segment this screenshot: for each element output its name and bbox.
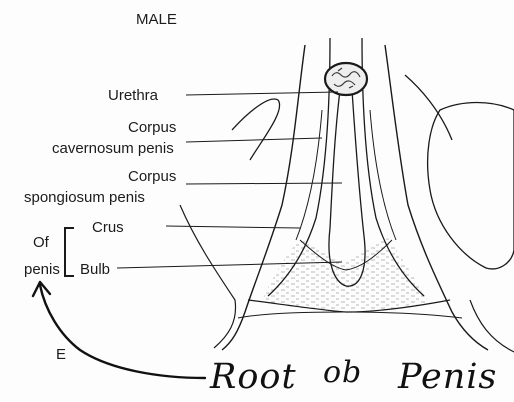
perineal-membrane-shading — [262, 238, 428, 310]
bracket — [65, 228, 74, 276]
label-bulb: Bulb — [80, 262, 110, 277]
left-crus-inner — [296, 110, 322, 240]
right-thigh-lower — [470, 300, 514, 352]
right-crus-inner — [370, 110, 396, 240]
perineal-membrane-lower — [238, 312, 462, 318]
leader-crus — [166, 226, 300, 228]
handwritten-word-root: Root — [210, 360, 297, 395]
panel-letter: E — [56, 347, 66, 362]
label-of: Of — [33, 235, 49, 250]
label-crus: Crus — [92, 220, 124, 235]
right-thigh-shape — [428, 103, 514, 269]
leader-urethra — [186, 92, 338, 95]
annotation-arrow — [40, 285, 205, 378]
label-corpus-cavernosum-line2: cavernosum penis — [52, 141, 174, 156]
left-thigh-upper — [232, 99, 280, 160]
label-corpus-cavernosum-line1: Corpus — [128, 120, 176, 135]
diagram-title: MALE — [136, 12, 177, 27]
label-penis: penis — [24, 262, 60, 277]
handwritten-word-penis: Penis — [398, 360, 497, 395]
leader-corpus-spongiosum — [186, 183, 342, 184]
handwritten-word-of: ob — [323, 358, 362, 388]
leader-corpus-cavernosum — [186, 138, 322, 142]
label-corpus-spongiosum-line1: Corpus — [128, 169, 176, 184]
label-urethra: Urethra — [108, 88, 158, 103]
label-corpus-spongiosum-line2: spongiosum penis — [24, 190, 145, 205]
urethra-section — [325, 63, 367, 95]
